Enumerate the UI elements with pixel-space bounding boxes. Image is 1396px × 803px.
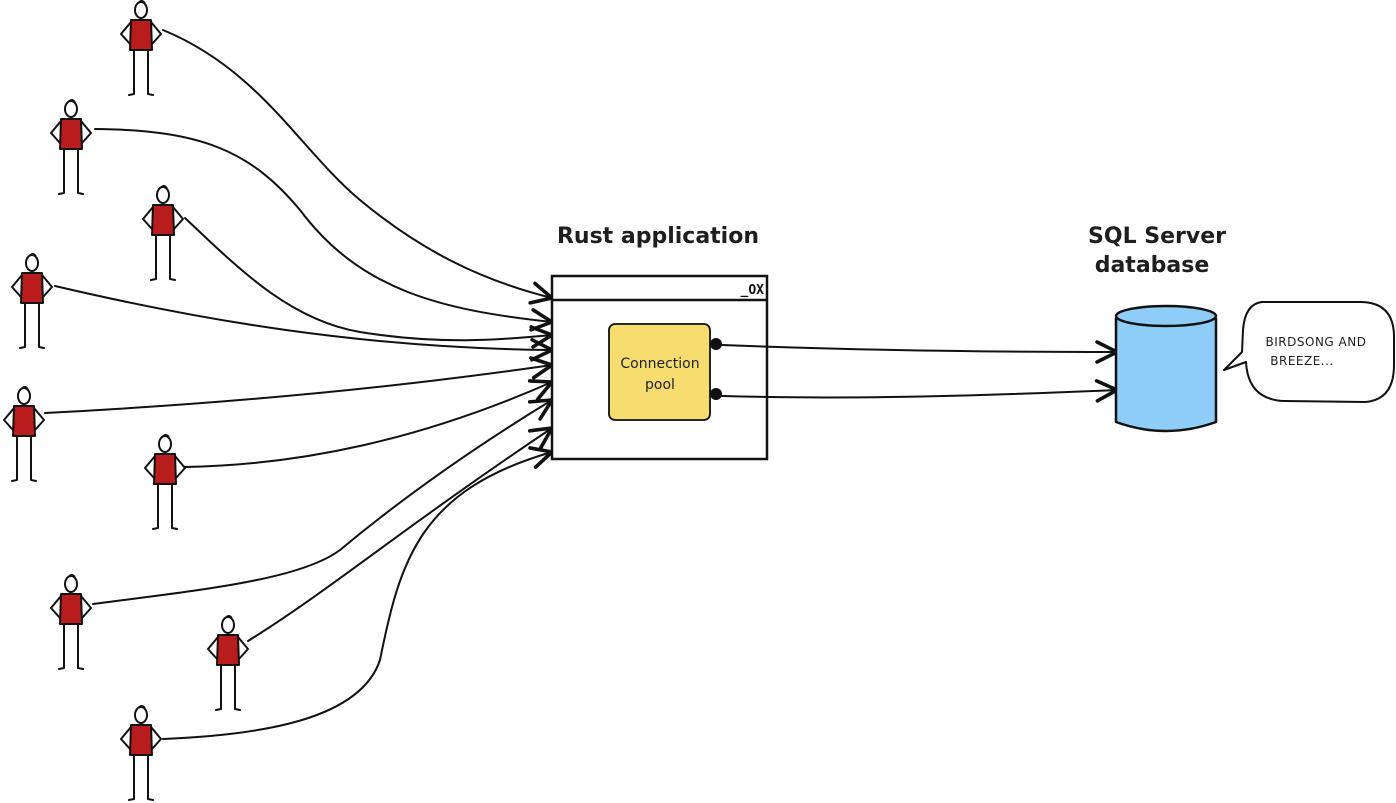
database-cylinder-icon (1114, 304, 1218, 433)
window-controls-icon: _OX (741, 283, 765, 298)
connection-pool-box (608, 323, 711, 421)
user-connection-line (44, 356, 554, 414)
pool-db-connection-line (721, 340, 1119, 364)
sql-server-database: SQL Server database (1088, 224, 1226, 433)
user-connection-line (54, 285, 554, 362)
pool-connector-icon (710, 388, 722, 400)
person-icon (11, 252, 53, 349)
db-title-line1: SQL Server (1088, 224, 1226, 249)
user-connection-line (94, 128, 554, 332)
users-group (3, 0, 249, 801)
user-connection-line (184, 379, 554, 468)
person-icon (120, 0, 162, 96)
user-connections (44, 29, 554, 740)
user-connection-line (184, 217, 554, 349)
person-icon (50, 573, 92, 670)
person-icon (207, 614, 249, 711)
db-title-line2: database (1095, 253, 1210, 278)
speech-bubble-line1: BIRDSONG AND (1266, 335, 1367, 349)
user-connection-line (162, 446, 554, 740)
speech-bubble-line2: BREEZE... (1270, 354, 1333, 368)
connection-pool-label-line1: Connection (620, 356, 699, 372)
person-icon (3, 385, 45, 482)
speech-bubble: BIRDSONG AND BREEZE... (1223, 301, 1395, 403)
connection-pool-label-line2: pool (645, 377, 675, 393)
pool-db-connection-line (721, 379, 1119, 403)
rust-application: Rust application _OX Connection pool (550, 224, 769, 461)
app-title: Rust application (557, 224, 759, 249)
user-connection-line (92, 398, 554, 605)
pool-connector-icon (710, 338, 722, 350)
user-connection-line (162, 29, 554, 305)
person-icon (142, 184, 184, 281)
person-icon (144, 433, 186, 530)
user-connection-line (247, 426, 554, 642)
pool-db-connections (721, 340, 1119, 403)
person-icon (120, 704, 162, 801)
person-icon (50, 98, 92, 195)
